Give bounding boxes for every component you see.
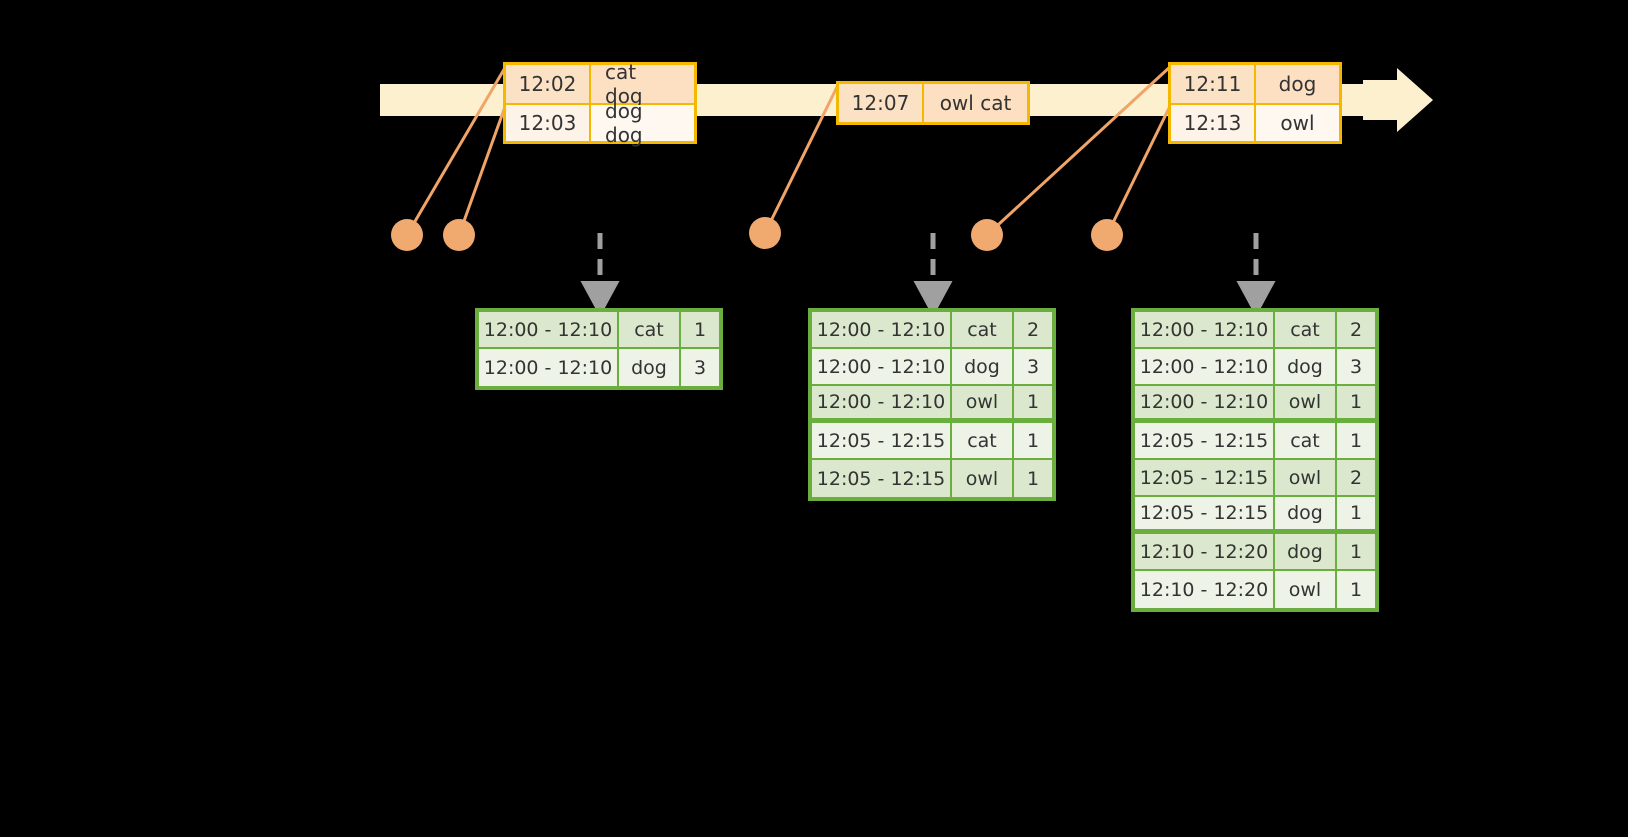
cell-key: cat xyxy=(619,312,681,347)
cell-key: cat xyxy=(952,312,1014,347)
event-time: 12:13 xyxy=(1171,105,1256,141)
event-dot-2 xyxy=(443,219,475,251)
cell-window: 12:00 - 12:10 xyxy=(1135,386,1275,418)
cell-window: 12:00 - 12:10 xyxy=(1135,349,1275,384)
cell-window: 12:05 - 12:15 xyxy=(1135,460,1275,495)
cell-key: dog xyxy=(619,349,681,386)
cell-count: 3 xyxy=(1014,349,1052,384)
cell-count: 1 xyxy=(1337,386,1375,418)
cell-key: owl xyxy=(1275,571,1337,608)
event-box-a: 12:02 cat dog 12:03 dog dog xyxy=(503,60,697,147)
cell-window: 12:00 - 12:10 xyxy=(812,349,952,384)
cell-key: cat xyxy=(952,423,1014,458)
cell-count: 1 xyxy=(1337,497,1375,529)
cell-window: 12:00 - 12:10 xyxy=(1135,312,1275,347)
cell-count: 1 xyxy=(1014,423,1052,458)
cell-count: 2 xyxy=(1014,312,1052,347)
event-value: owl cat xyxy=(924,84,1027,122)
cell-key: cat xyxy=(1275,423,1337,458)
cell-count: 1 xyxy=(1337,571,1375,608)
event-row: 12:03 dog dog xyxy=(506,99,694,147)
cell-count: 1 xyxy=(681,312,719,347)
event-time: 12:03 xyxy=(506,105,591,141)
event-dot-5 xyxy=(1091,219,1123,251)
cell-window: 12:00 - 12:10 xyxy=(479,349,619,386)
cell-count: 2 xyxy=(1337,312,1375,347)
event-box-c: 12:11 dog 12:13 owl xyxy=(1168,62,1342,144)
cell-window: 12:05 - 12:15 xyxy=(812,423,952,458)
event-row: 12:07 owl cat xyxy=(839,84,1027,122)
event-value: dog dog xyxy=(591,99,694,147)
cell-window: 12:00 - 12:10 xyxy=(812,312,952,347)
cell-key: owl xyxy=(952,386,1014,418)
cell-count: 3 xyxy=(681,349,719,386)
cell-count: 3 xyxy=(1337,349,1375,384)
event-time: 12:11 xyxy=(1171,65,1256,103)
event-dot-4 xyxy=(971,219,1003,251)
cell-key: owl xyxy=(1275,386,1337,418)
event-row: 12:11 dog xyxy=(1171,65,1339,103)
cell-window: 12:05 - 12:15 xyxy=(1135,423,1275,458)
cell-window: 12:05 - 12:15 xyxy=(1135,497,1275,529)
event-time: 12:02 xyxy=(506,65,591,103)
event-value: owl xyxy=(1256,105,1339,141)
event-value: dog xyxy=(1256,65,1339,103)
cell-window: 12:10 - 12:20 xyxy=(1135,534,1275,569)
event-dot-3 xyxy=(749,217,781,249)
cell-count: 1 xyxy=(1337,423,1375,458)
event-row: 12:13 owl xyxy=(1171,103,1339,141)
cell-window: 12:00 - 12:10 xyxy=(479,312,619,347)
cell-key: cat xyxy=(1275,312,1337,347)
cell-key: dog xyxy=(952,349,1014,384)
cell-window: 12:05 - 12:15 xyxy=(812,460,952,497)
cell-key: dog xyxy=(1275,534,1337,569)
cell-count: 1 xyxy=(1337,534,1375,569)
event-box-b: 12:07 owl cat xyxy=(836,81,1030,125)
cell-count: 2 xyxy=(1337,460,1375,495)
event-time: 12:07 xyxy=(839,84,924,122)
cell-count: 1 xyxy=(1014,460,1052,497)
cell-key: dog xyxy=(1275,497,1337,529)
cell-key: dog xyxy=(1275,349,1337,384)
cell-window: 12:10 - 12:20 xyxy=(1135,571,1275,608)
cell-key: owl xyxy=(1275,460,1337,495)
cell-window: 12:00 - 12:10 xyxy=(812,386,952,418)
event-dot-1 xyxy=(391,219,423,251)
cell-count: 1 xyxy=(1014,386,1052,418)
cell-key: owl xyxy=(952,460,1014,497)
event-value: cat dog xyxy=(591,60,694,108)
event-row: 12:02 cat dog xyxy=(506,60,694,108)
